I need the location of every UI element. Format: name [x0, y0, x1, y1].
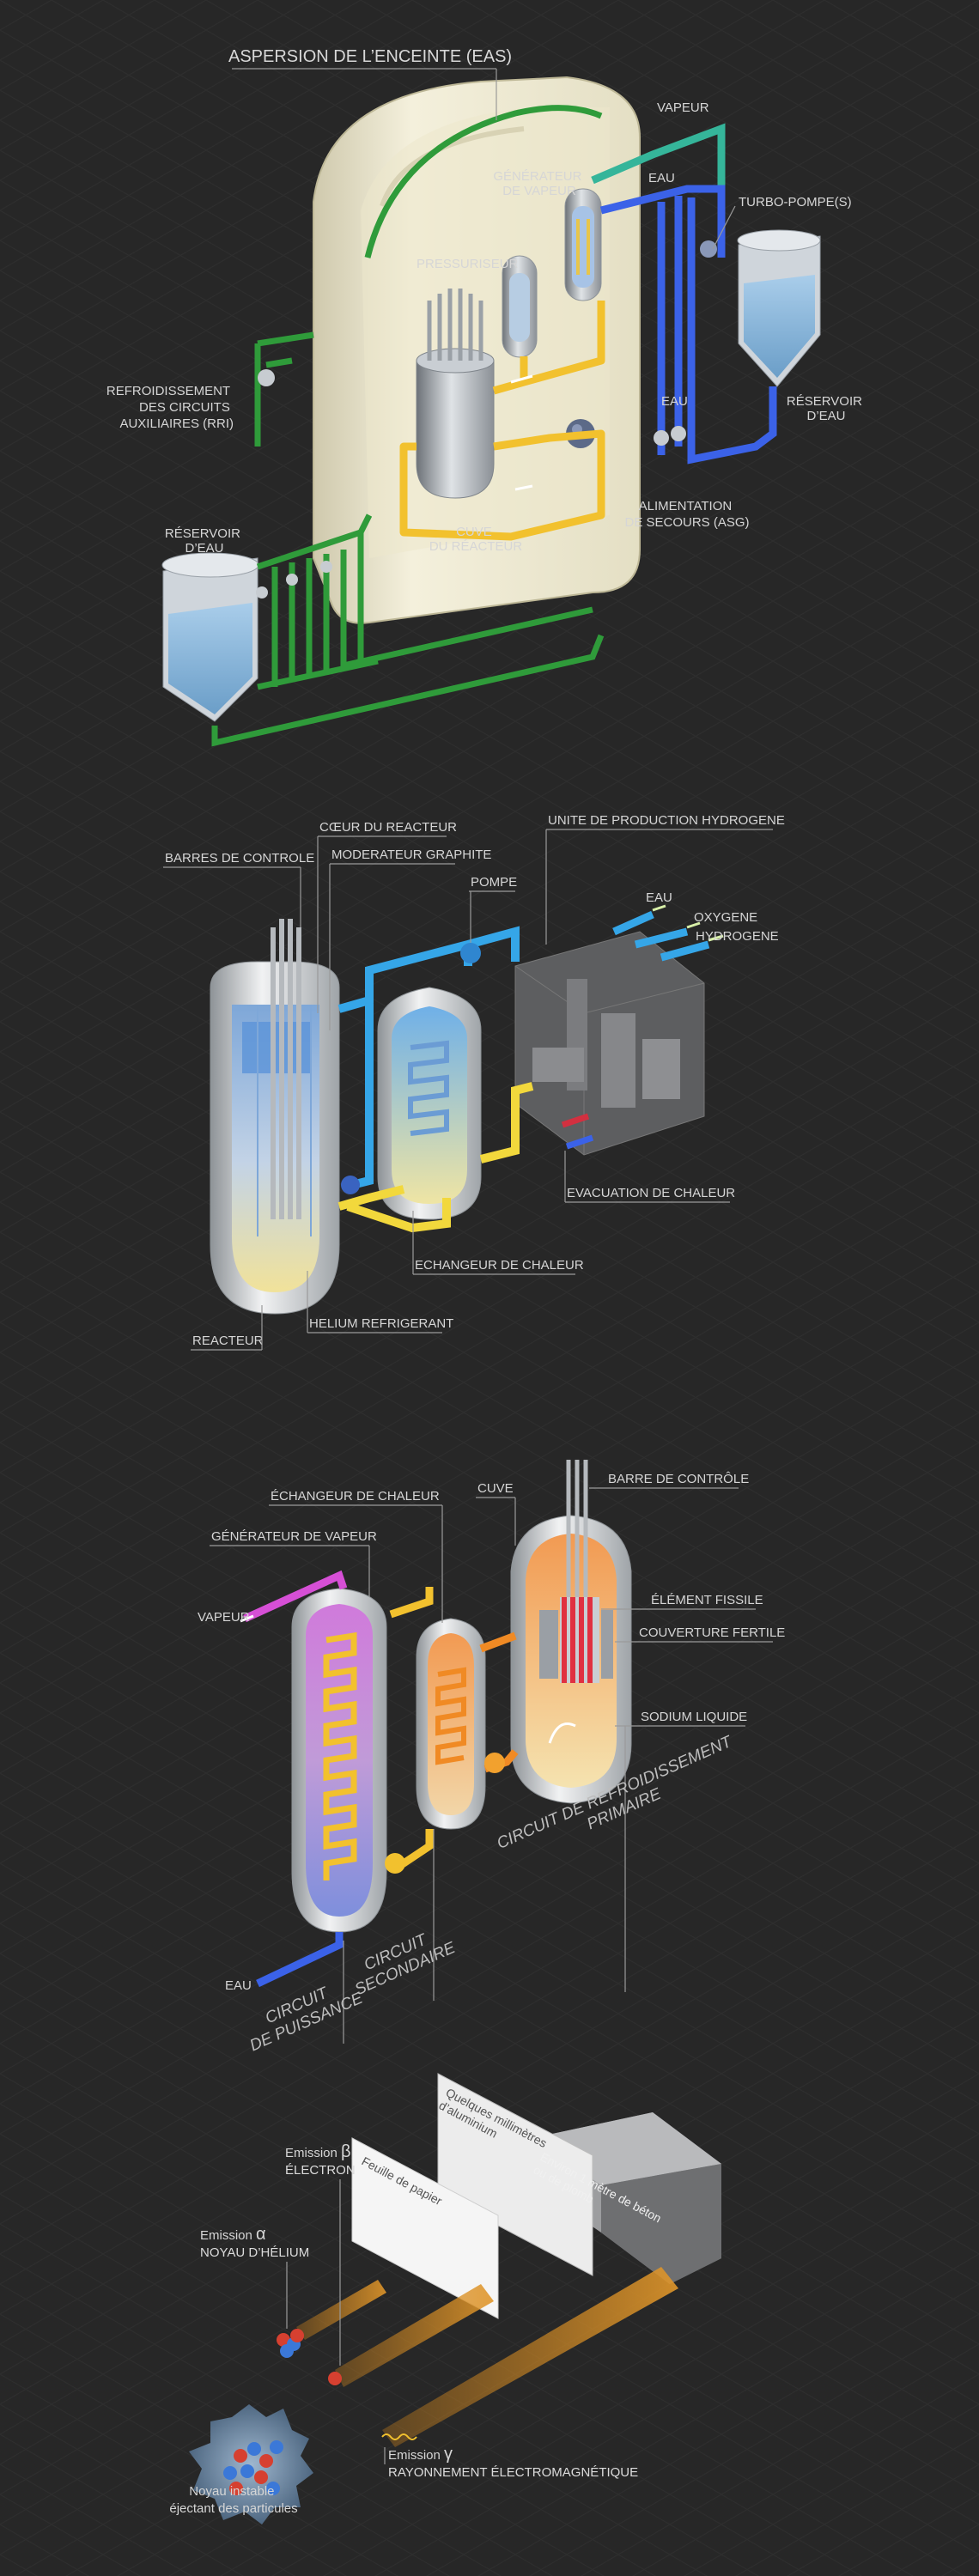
- fnr-heat-exchanger-label: ÉCHANGEUR DE CHALEUR: [271, 1489, 440, 1504]
- htr-hydrogen-unit-label: UNITE DE PRODUCTION HYDROGENE: [548, 813, 785, 828]
- htr-control-rods-label: BARRES DE CONTROLE: [165, 851, 314, 866]
- fnr-vessel: [510, 1460, 632, 1804]
- eas-label: ASPERSION DE L’ENCEINTE (EAS): [228, 47, 512, 66]
- radiation-diagram: Emission β ÉLECTRON Emission α NOYAU D’H…: [169, 2073, 721, 2524]
- asg-water-lines: [599, 185, 777, 465]
- unstable-nucleus: [189, 2404, 313, 2524]
- green-circuit-lines: [211, 331, 605, 747]
- water-tank-left: [161, 552, 259, 722]
- htr-core-label: CŒUR DU REACTEUR: [319, 820, 457, 835]
- steam-generator-label: GÉNÉRATEUR DE VAPEUR: [493, 169, 585, 198]
- asg-label: ALIMENTATION DE SECOURS (ASG): [624, 499, 749, 530]
- water-tank-right-label: RÉSERVOIR D’EAU: [787, 394, 866, 423]
- fnr-water-label: EAU: [225, 1978, 252, 1993]
- fnr-steam-generator-label: GÉNÉRATEUR DE VAPEUR: [211, 1529, 377, 1544]
- steam-label: VAPEUR: [657, 100, 709, 115]
- alpha-label: Emission α: [200, 2225, 266, 2244]
- rri-label: REFROIDISSEMENT DES CIRCUITS AUXILIAIRES…: [106, 384, 234, 431]
- fnr-fertile-label: COUVERTURE FERTILE: [639, 1625, 785, 1640]
- water-tank-right: [737, 229, 821, 387]
- htr-reactor-label: REACTEUR: [192, 1334, 264, 1348]
- fnr-fissile-label: ÉLÉMENT FISSILE: [651, 1593, 763, 1607]
- alpha-beam: [296, 2280, 386, 2340]
- htr-reactor: [210, 919, 340, 1315]
- water-tank-left-label: RÉSERVOIR D’EAU: [165, 526, 244, 556]
- htr-moderator-label: MODERATEUR GRAPHITE: [331, 848, 491, 862]
- gamma-beam: [382, 2267, 678, 2447]
- htr-heat-evacuation-label: EVACUATION DE CHALEUR: [567, 1186, 735, 1200]
- fnr-diagram: ÉCHANGEUR DE CHALEUR CUVE BARRE DE CONTR…: [198, 1460, 785, 2055]
- pressurizer-label: PRESSURISEUR: [417, 257, 519, 271]
- htr-pump: [460, 943, 481, 963]
- fnr-steam-generator: [291, 1588, 387, 1933]
- hydrogen-unit: [514, 931, 705, 1156]
- htr-pump-label: POMPE: [471, 875, 517, 890]
- turbo-pump-label: TURBO-POMPE(S): [739, 195, 852, 210]
- pwr-diagram: ASPERSION DE L’ENCEINTE (EAS) VAPEUR GÉN…: [106, 47, 866, 747]
- htr-heat-exchanger: [377, 987, 482, 1220]
- water-mid-label: EAU: [661, 394, 688, 409]
- fnr-sodium-label: SODIUM LIQUIDE: [641, 1710, 747, 1724]
- fnr-steam-label: VAPEUR: [198, 1610, 250, 1625]
- htr-hydrogen-label: HYDROGENE: [696, 929, 779, 944]
- fnr-vessel-label: CUVE: [477, 1481, 514, 1496]
- htr-oxygen-label: OXYGENE: [694, 910, 757, 925]
- beta-label: Emission β: [285, 2142, 351, 2161]
- htr-heat-exchanger-label: ECHANGEUR DE CHALEUR: [415, 1258, 584, 1273]
- htr-water-label: EAU: [646, 890, 672, 905]
- eas-spray-pipe: [364, 105, 603, 258]
- gamma-label: Emission γ: [388, 2445, 453, 2464]
- alpha-particle-label: NOYAU D’HÉLIUM: [200, 2245, 309, 2260]
- fnr-control-rod-label: BARRE DE CONTRÔLE: [608, 1472, 749, 1486]
- htr-cold-loop: [337, 1082, 534, 1233]
- aluminium-sheet: [437, 2073, 593, 2276]
- vessel-label: CUVE DU RÉACTEUR: [429, 525, 523, 554]
- htr-helium-label: HELIUM REFRIGERANT: [309, 1316, 453, 1331]
- fnr-heat-exchanger: [416, 1618, 486, 1830]
- water-top-label: EAU: [648, 171, 675, 185]
- steam-generator: [564, 188, 602, 301]
- paper-sheet: [351, 2137, 499, 2319]
- beta-particle-label: ÉLECTRON: [285, 2163, 356, 2178]
- pressurizer: [502, 255, 538, 358]
- reactor-vessel: [416, 289, 495, 499]
- primary-loop: [399, 301, 605, 541]
- beta-beam: [335, 2284, 494, 2387]
- htr-diagram: CŒUR DU REACTEUR BARRES DE CONTROLE MODE…: [163, 813, 785, 1351]
- nucleus-label: Noyau instable éjectant des particules: [169, 2484, 297, 2516]
- gamma-particle-label: RAYONNEMENT ÉLECTROMAGNÉTIQUE: [388, 2465, 638, 2480]
